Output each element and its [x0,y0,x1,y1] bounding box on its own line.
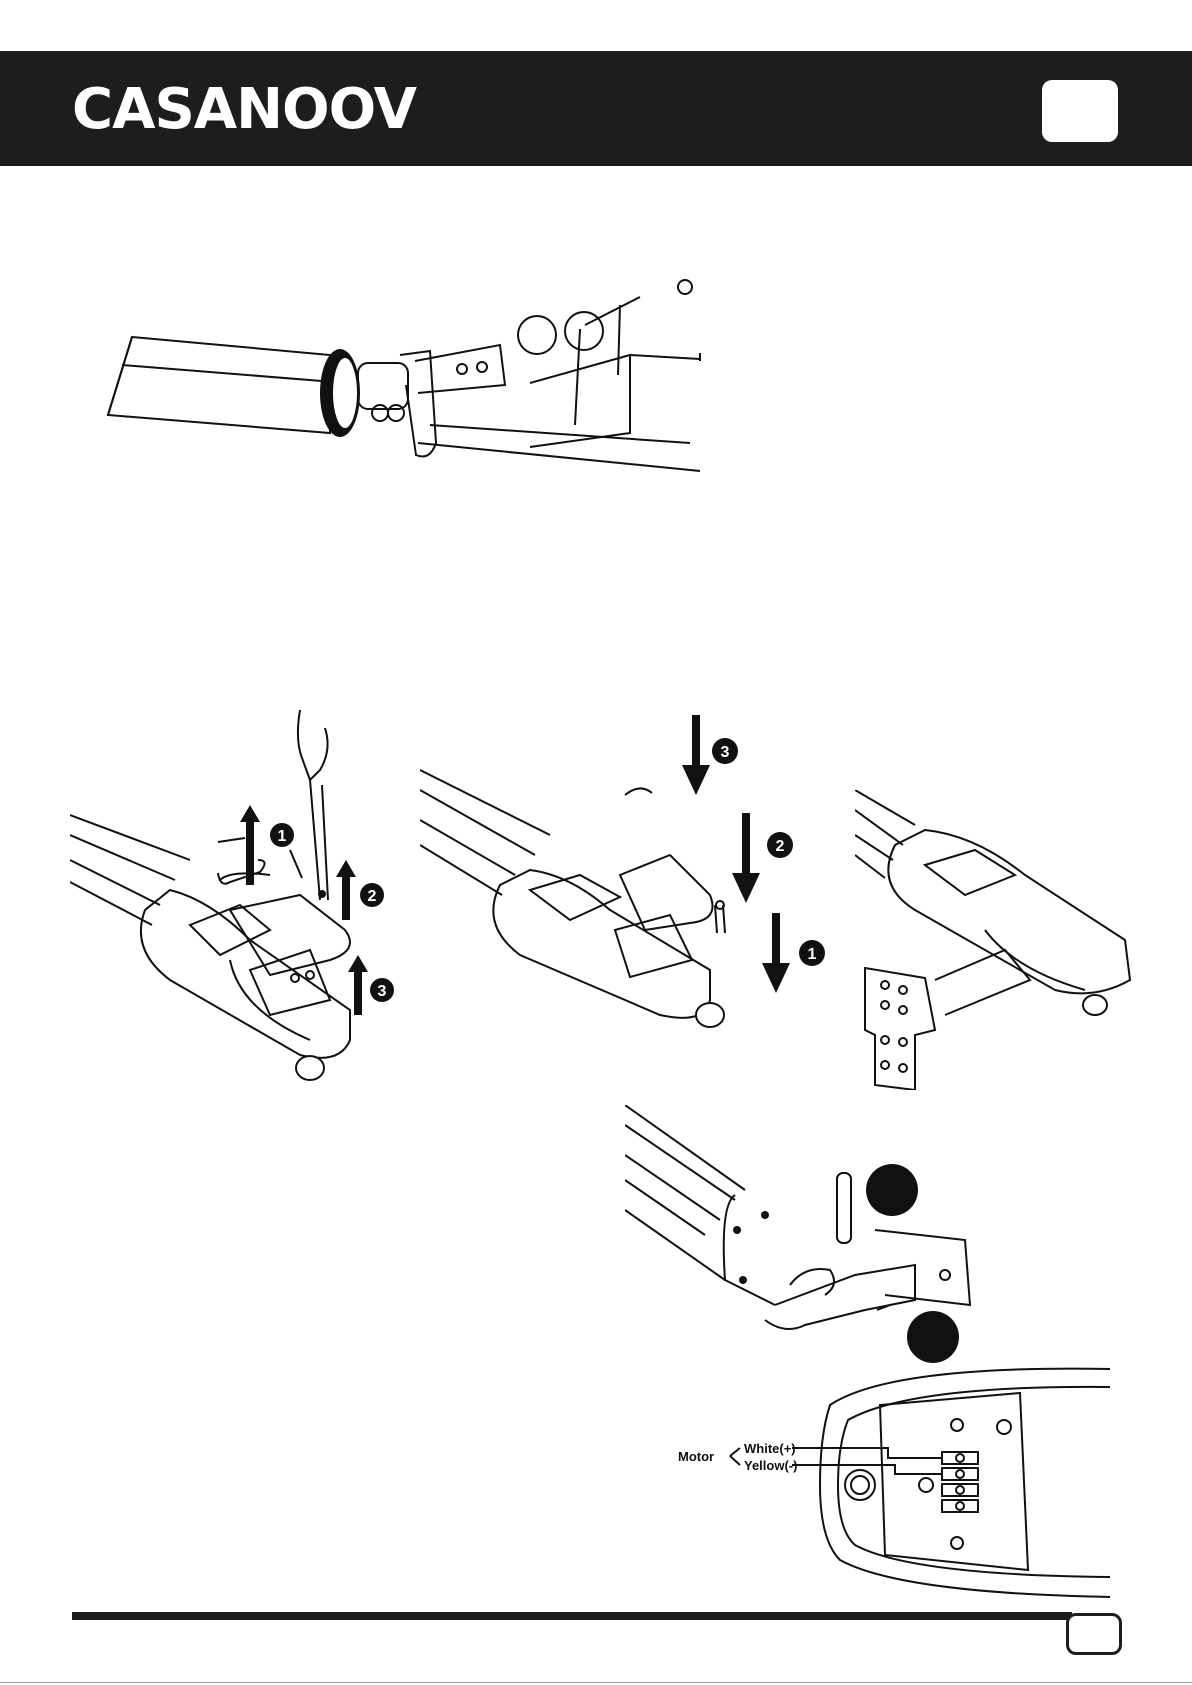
bottom-rule [0,1682,1192,1683]
step-badge-2: 2 [360,883,384,907]
front-bracket-illustration [855,790,1140,1090]
white-wire-label: White(+) [744,1441,796,1456]
callout-dot-top [866,1164,918,1216]
step-badge-1-down: 1 [799,940,825,966]
svg-text:1: 1 [278,828,287,845]
step-badge-2-down: 2 [767,832,793,858]
step-badge-3: 3 [370,978,394,1002]
motor-label: Motor [678,1449,714,1464]
svg-text:3: 3 [721,744,730,761]
svg-text:2: 2 [776,838,785,855]
cover-refit-illustration: 3 2 1 [420,715,830,1055]
cover-removal-illustration: 1 2 3 [70,710,420,1090]
front-pin-illustration [625,1105,985,1365]
page-number-box [1066,1613,1122,1655]
rear-bracket-illustration [100,265,710,475]
svg-text:3: 3 [378,983,387,1000]
step-badge-3-down: 3 [712,738,738,764]
footer-rule [72,1612,1072,1620]
step-badge-1: 1 [270,823,294,847]
yellow-wire-label: Yellow(-) [744,1458,797,1473]
callout-dot-bottom [907,1311,959,1363]
svg-text:1: 1 [808,946,817,963]
svg-text:2: 2 [368,888,377,905]
header-page-tab [1042,80,1118,142]
brand-logo: CASANOOV [72,78,416,142]
motor-wiring-diagram: Motor White(+) Yellow(-) [670,1365,1110,1600]
